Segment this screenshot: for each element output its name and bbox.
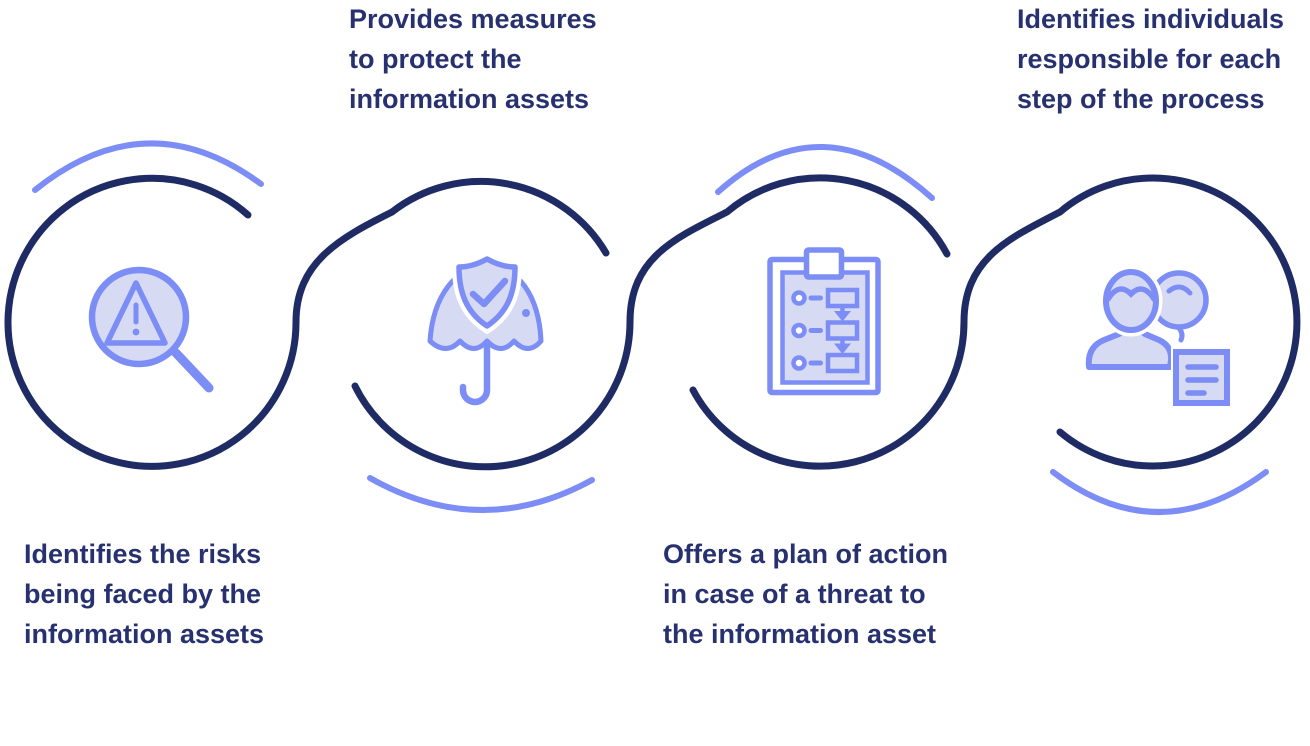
warning-triangle-icon [104, 280, 168, 346]
check-icon [469, 277, 509, 308]
accent-arc-top-3 [715, 143, 935, 201]
step-4-label-line: Identifies individuals [1017, 4, 1285, 34]
step-4-label: Identifies individuals responsible for e… [1017, 0, 1284, 119]
person-speech-document-icon [1082, 265, 1232, 408]
step-3-label-line: in case of a threat to [663, 579, 926, 609]
step-2-label-line: Provides measures [349, 4, 597, 34]
step-3-label-line: Offers a plan of action [663, 539, 949, 569]
clipboard-flowchart-icon [767, 247, 881, 396]
wave-segment-3 [689, 174, 1301, 470]
step-2-label-line: information assets [349, 84, 590, 114]
step-4-label-line: step of the process [1017, 84, 1265, 114]
wave-segment-2 [351, 174, 951, 471]
step-2-label-line: to protect the [349, 44, 522, 74]
step-3-label-line: the information asset [663, 619, 937, 649]
step-1-label-line: Identifies the risks [24, 539, 262, 569]
step-1-label: Identifies the risks being faced by the … [24, 534, 264, 654]
magnifier-warning-icon [88, 266, 214, 393]
accent-arc-bottom-2 [367, 475, 595, 513]
person-hair [1105, 286, 1157, 302]
arrow-down-icon [834, 343, 851, 354]
step-4-label-line: responsible for each [1017, 44, 1282, 74]
wave-segment-1 [4, 174, 610, 470]
accent-arc-top-1 [32, 140, 264, 193]
step-3-label: Offers a plan of action in case of a thr… [663, 534, 948, 654]
shield-icon [456, 256, 518, 329]
person-head [1103, 269, 1159, 333]
arrow-down-icon [834, 311, 851, 322]
accent-arc-bottom-4 [1050, 469, 1269, 515]
step-1-label-line: being faced by the [24, 579, 262, 609]
step-1-label-line: information assets [24, 619, 265, 649]
umbrella-shield-check-icon [427, 250, 544, 406]
step-2-label: Provides measures to protect the informa… [349, 0, 597, 119]
clipboard-clip [803, 247, 845, 280]
